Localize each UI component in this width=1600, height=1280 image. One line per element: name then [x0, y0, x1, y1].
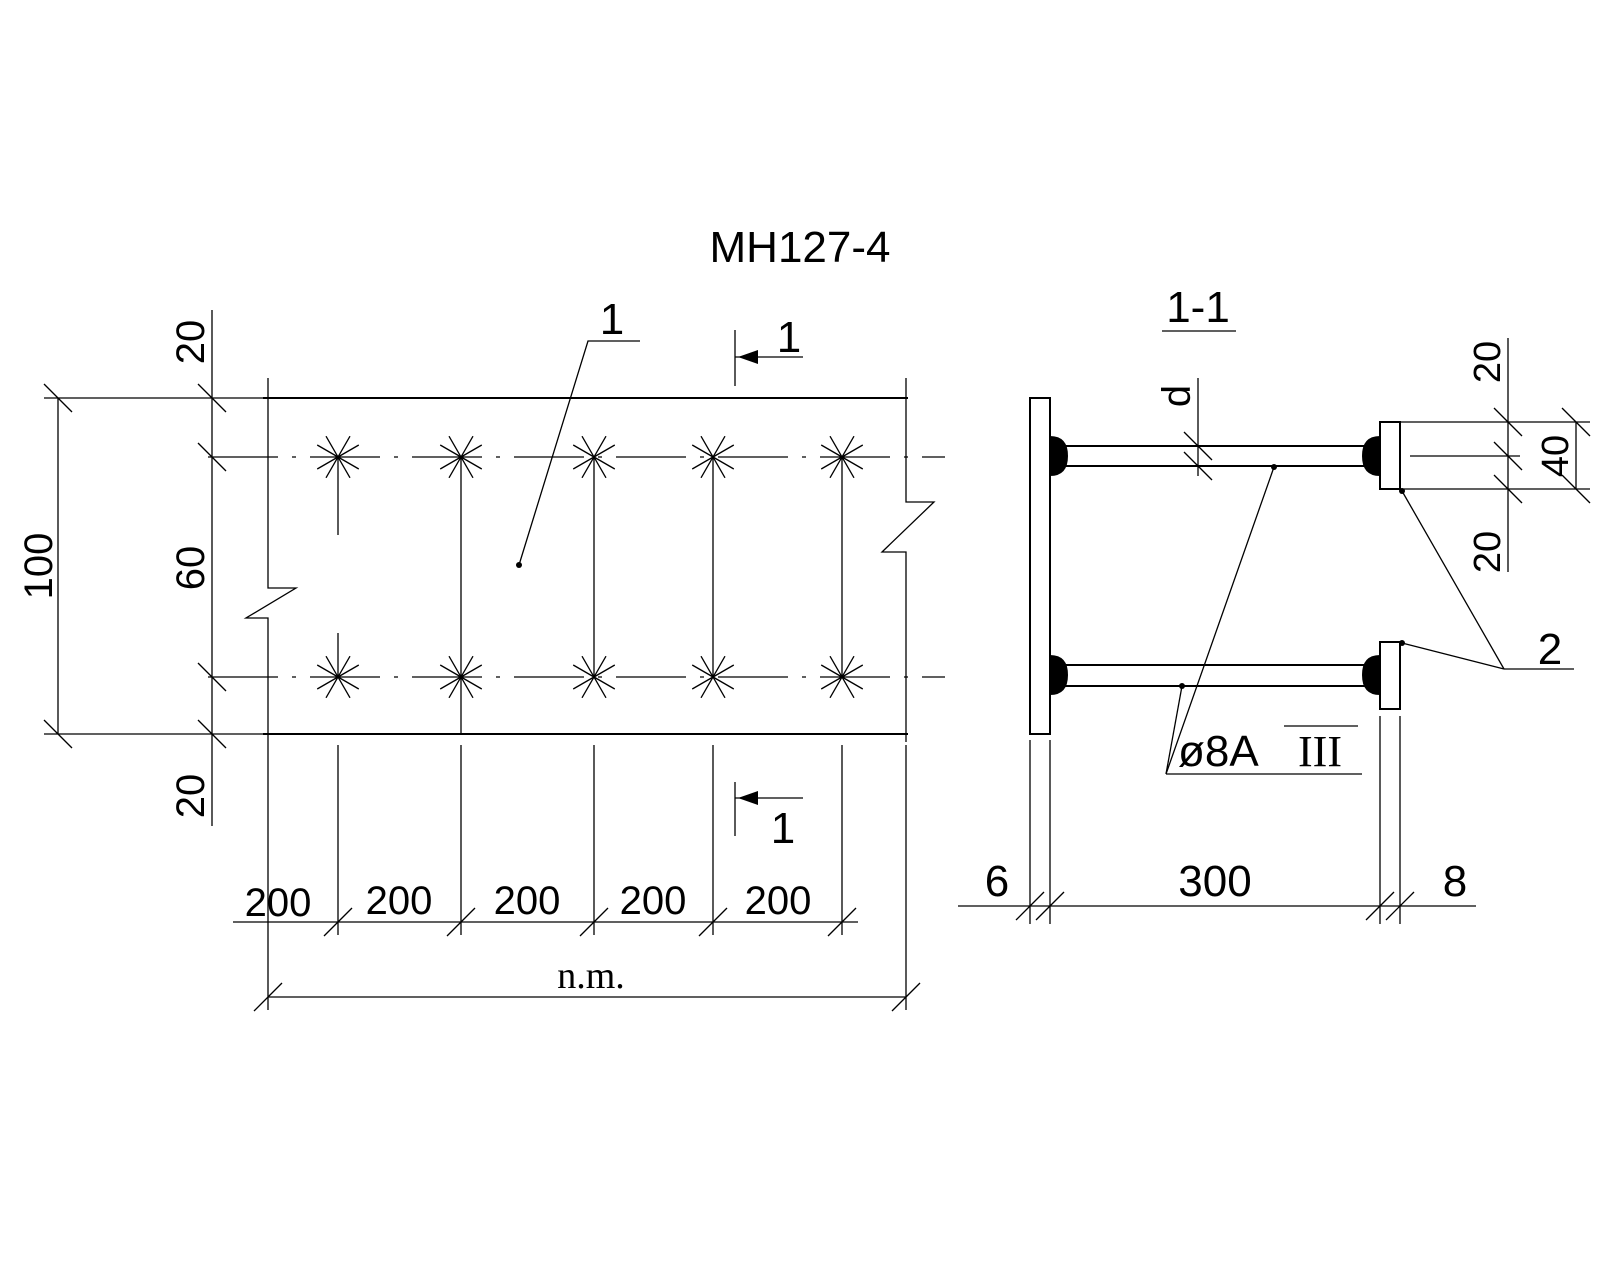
dim-tick	[1035, 891, 1065, 921]
right-break-line	[880, 378, 936, 742]
dim-tick	[197, 442, 227, 472]
anchor-bars	[337, 457, 843, 734]
dim-label-100: 100	[17, 533, 61, 600]
dim-label-20-top: 20	[169, 320, 213, 365]
weld-right-top	[1362, 436, 1380, 476]
dim-tick	[1493, 407, 1523, 437]
weld-star-marker	[691, 655, 735, 699]
small-plate-bottom	[1379, 641, 1401, 710]
dim-label-300: 300	[1178, 857, 1251, 906]
dim-tick	[698, 907, 728, 937]
rebar-spec-class: III	[1298, 727, 1342, 776]
weld-star-ray	[820, 664, 864, 690]
dim-tick	[1493, 474, 1523, 504]
weld-left-top	[1050, 436, 1068, 476]
weld-right-bottom	[1362, 655, 1380, 695]
dim-tick	[446, 907, 476, 937]
leader-line-3a	[1165, 466, 1275, 775]
dim-tick	[1385, 891, 1415, 921]
plan-view: 1 1 1 100 20 60 20	[17, 295, 945, 1012]
dim-tick	[197, 383, 227, 413]
weld-star-marker	[820, 435, 864, 479]
dim-label-200: 200	[494, 879, 561, 923]
dim-label-6: 6	[985, 857, 1009, 906]
weld-star-marker	[820, 655, 864, 699]
leader-line-2b	[1401, 642, 1505, 670]
leader-line-1	[518, 340, 640, 566]
dim-tick	[1561, 474, 1591, 504]
small-plate-top	[1379, 421, 1401, 490]
dim-label-200: 200	[366, 879, 433, 923]
weld-star-marker	[691, 435, 735, 479]
dim-tick	[1365, 891, 1395, 921]
dim-tick	[1183, 451, 1213, 481]
dim-tick	[1561, 407, 1591, 437]
leader-line-2a	[1401, 490, 1505, 670]
section-view: 1-1 d 20 40 20	[958, 283, 1591, 924]
weld-star-marker	[439, 655, 483, 699]
weld-star-ray	[691, 444, 735, 470]
weld-star-marker	[316, 655, 360, 699]
left-break-line	[243, 378, 299, 745]
plate-label-2: 2	[1538, 625, 1562, 674]
leader-line-3b	[1165, 685, 1183, 775]
bar-diameter-symbol: d	[1155, 385, 1199, 407]
weld-star-ray	[316, 664, 360, 690]
section-mark-top-label: 1	[777, 313, 801, 362]
weld-star-marker	[316, 435, 360, 479]
drawing-title: MH127-4	[710, 223, 891, 272]
bottom-extension-lines	[267, 745, 907, 1010]
dim-tick	[197, 662, 227, 692]
dim-label-20-right-top: 20	[1467, 341, 1509, 383]
dim-label-8: 8	[1443, 857, 1467, 906]
section-mark-top-arrowhead	[738, 350, 758, 364]
dim-label-60: 60	[169, 546, 213, 591]
weld-star-marker	[572, 435, 616, 479]
section-title: 1-1	[1166, 283, 1230, 332]
dim-label-40-right: 40	[1535, 435, 1577, 477]
dim-tick	[197, 719, 227, 749]
position-label-1: 1	[600, 295, 624, 344]
dim-tick	[323, 907, 353, 937]
dim-tick	[253, 982, 283, 1012]
overall-length-label: n.m.	[557, 955, 625, 997]
weld-star-ray	[439, 444, 483, 470]
weld-star-ray	[572, 444, 616, 470]
weld-star-ray	[439, 664, 483, 690]
main-plate	[1029, 397, 1051, 735]
dim-label-200: 200	[745, 879, 812, 923]
section-mark-bottom-label: 1	[771, 804, 795, 853]
dim-tick	[891, 982, 921, 1012]
dim-label-20-right-bottom: 20	[1467, 531, 1509, 573]
dim-tick	[1183, 431, 1213, 461]
dim-tick	[1015, 891, 1045, 921]
weld-star-marker	[439, 435, 483, 479]
dim-tick	[827, 907, 857, 937]
dim-label-200: 200	[245, 881, 312, 925]
weld-star-ray	[691, 664, 735, 690]
weld-left-bottom	[1050, 655, 1068, 695]
section-mark-bottom-arrowhead	[738, 791, 758, 805]
weld-star-ray	[316, 444, 360, 470]
dim-label-20-bottom: 20	[169, 774, 213, 819]
dim-tick	[1493, 441, 1523, 471]
dim-tick	[579, 907, 609, 937]
weld-star-ray	[820, 444, 864, 470]
weld-markers	[316, 435, 864, 699]
rebar-spec-main: ø8A	[1178, 727, 1259, 776]
weld-star-marker	[572, 655, 616, 699]
weld-star-ray	[572, 664, 616, 690]
dim-label-200: 200	[620, 879, 687, 923]
